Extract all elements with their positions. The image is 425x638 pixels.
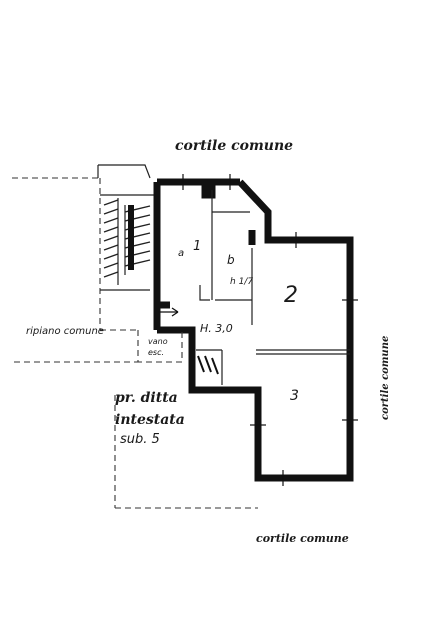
room-3-label: 3 — [290, 388, 299, 404]
stair-void-label-2: esc. — [148, 348, 164, 357]
opening-marks — [182, 174, 358, 486]
entrance-arrow — [158, 307, 179, 317]
owner-label-1: pr. ditta — [115, 390, 178, 406]
service-hatch — [197, 355, 219, 375]
room-1-label: 1 — [193, 239, 201, 254]
bottom-courtyard-label: cortile comune — [256, 532, 349, 545]
room-b-label: b — [227, 253, 235, 267]
top-courtyard-label: cortile comune — [175, 138, 293, 154]
room-2-label: 2 — [284, 283, 298, 308]
room-a-label: a — [178, 248, 184, 259]
right-side-label: cortile comune — [380, 336, 391, 420]
interior-partitions — [196, 190, 350, 385]
staircase — [100, 194, 155, 291]
room-b-height-label: h 1/7 — [230, 277, 253, 287]
owner-label-3: sub. 5 — [120, 432, 160, 447]
owner-label-2: intestata — [115, 412, 185, 428]
landing-label: ripiano comune — [26, 326, 104, 337]
apartment-walls — [153, 178, 354, 482]
stair-void-label-1: vano — [148, 337, 168, 346]
height-label: H. 3,0 — [200, 322, 233, 335]
common-area-outline — [12, 164, 258, 509]
stair-void-box: vano esc. — [137, 330, 183, 363]
